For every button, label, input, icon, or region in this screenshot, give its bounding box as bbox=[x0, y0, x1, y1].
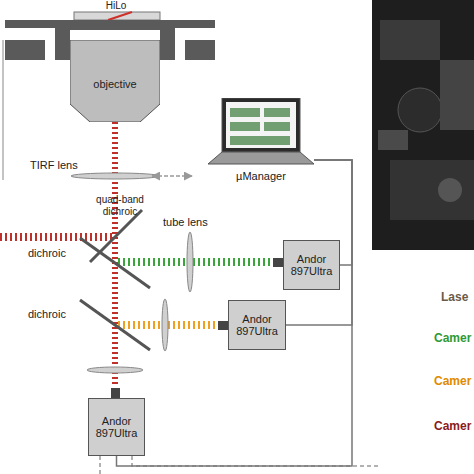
part-label: quad-band dichroic bbox=[94, 194, 146, 218]
tube-lens bbox=[87, 367, 143, 373]
photo-background bbox=[372, 0, 474, 250]
software-label: µManager bbox=[208, 170, 314, 182]
camera-sensor bbox=[218, 321, 228, 330]
camera-box: Andor 897Ultra bbox=[283, 240, 340, 290]
legend-text: Camer bbox=[434, 375, 474, 387]
sample-slide bbox=[74, 12, 160, 20]
setup-photo bbox=[372, 0, 474, 250]
legend-text: Lase bbox=[441, 291, 474, 303]
dichroic-mirror bbox=[80, 300, 150, 350]
camera-box: Andor 897Ultra bbox=[228, 300, 286, 350]
screen-area bbox=[226, 102, 296, 148]
microscope-stage bbox=[3, 12, 215, 180]
photo-part bbox=[378, 130, 408, 150]
photo-part bbox=[390, 160, 474, 220]
frame-line bbox=[3, 40, 4, 180]
screen-plot bbox=[230, 122, 260, 131]
node-label: Andor 897Ultra bbox=[89, 415, 144, 439]
emission-beam bbox=[112, 122, 118, 386]
laptop-outline bbox=[208, 98, 314, 166]
control-cable bbox=[286, 160, 352, 325]
stage-block bbox=[185, 40, 215, 60]
laptop-keyboard bbox=[208, 152, 314, 164]
part-label: dichroic bbox=[28, 247, 78, 259]
tirf-lens bbox=[71, 173, 159, 179]
laptop-screen bbox=[222, 98, 300, 152]
camera-box: Andor 897Ultra bbox=[88, 398, 145, 456]
screen-plot bbox=[230, 108, 260, 117]
part-label: dichroic bbox=[28, 308, 78, 320]
photo-part bbox=[440, 60, 474, 130]
trigger-cable bbox=[100, 456, 380, 474]
node-label: objective bbox=[70, 78, 160, 90]
legend-text: Camer bbox=[434, 332, 474, 344]
node-label: Andor 897Ultra bbox=[284, 253, 339, 277]
quad-band-mirror bbox=[90, 210, 142, 262]
translation-arrow bbox=[152, 175, 192, 177]
screen-plot bbox=[264, 108, 290, 117]
laser-beam bbox=[0, 233, 112, 241]
part-label: tube lens bbox=[163, 216, 223, 228]
photo-part bbox=[398, 88, 442, 132]
tube-lens bbox=[187, 232, 193, 292]
camera-sensor bbox=[111, 388, 120, 398]
control-computer: µManager bbox=[208, 98, 314, 166]
screen-plot bbox=[264, 122, 290, 131]
legend-text: Camer bbox=[434, 420, 474, 432]
green-beam bbox=[118, 258, 272, 266]
control-cable bbox=[117, 160, 353, 466]
hilo-beam bbox=[108, 12, 132, 20]
control-cable bbox=[314, 160, 352, 265]
photo-part bbox=[380, 20, 440, 60]
technique-label: HiLo bbox=[96, 0, 136, 12]
part-label: TIRF lens bbox=[30, 159, 90, 171]
node-label: Andor 897Ultra bbox=[229, 313, 285, 337]
stage-block bbox=[5, 40, 45, 60]
screen-plot bbox=[230, 136, 290, 145]
dichroic-mirror bbox=[80, 238, 150, 288]
photo-part bbox=[438, 178, 462, 202]
objective-body bbox=[70, 40, 160, 122]
camera-sensor bbox=[273, 258, 283, 267]
tube-lens bbox=[162, 299, 168, 351]
objective-lens: objective bbox=[70, 40, 160, 122]
